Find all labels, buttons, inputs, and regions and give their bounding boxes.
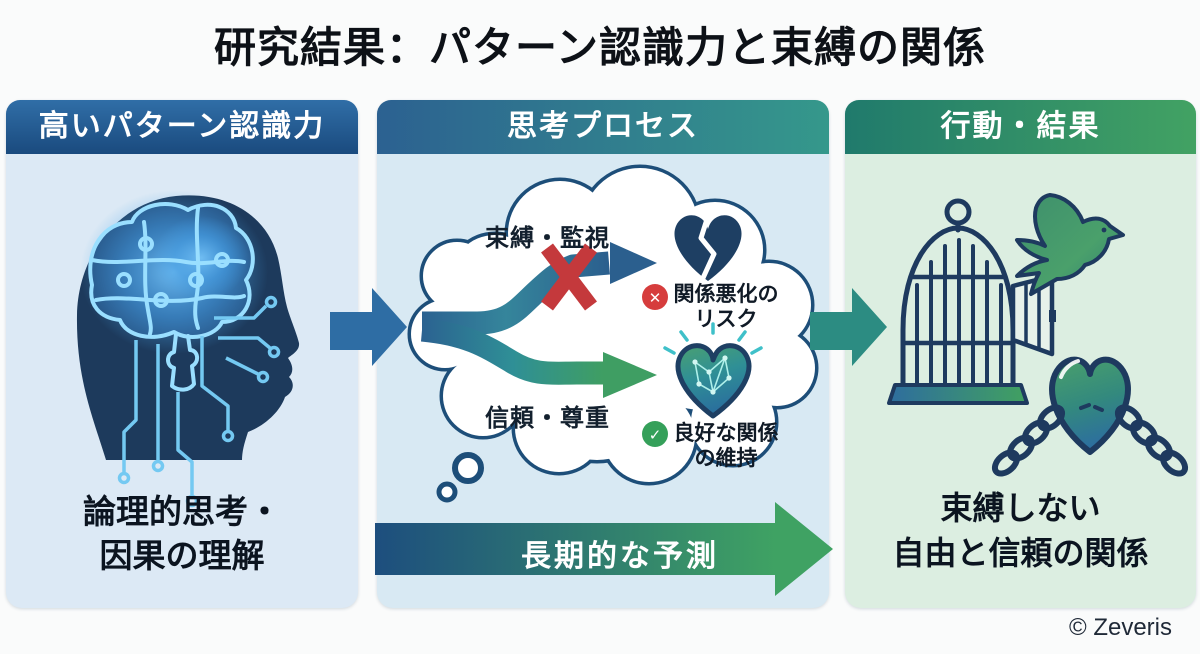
trust-arrowhead (603, 352, 657, 398)
caption-line: 束縛しない (940, 490, 1101, 526)
svg-text:✓: ✓ (649, 427, 662, 444)
check-badge-icon: ✓ (642, 421, 668, 447)
risk-line: 関係悪化の (673, 283, 779, 306)
puzzle-brain-icon (88, 202, 255, 392)
birdcage-icon (887, 198, 1056, 405)
flow-arrow-2-icon (810, 288, 887, 366)
restriction-label: 束縛・監視 (485, 225, 610, 252)
red-x-icon (541, 243, 597, 311)
risk-arrowhead (610, 242, 657, 284)
panel-pattern-recognition: 高いパターン認識力 (6, 100, 358, 608)
long-term-arrow-label: 長期的な予測 (521, 540, 719, 573)
cross-badge-icon: ✕ (642, 284, 668, 310)
thought-bubbles-icon (436, 452, 484, 503)
panel-left-caption: 論理的思考・ 因果の理解 (6, 490, 358, 577)
caption-line: 論理的思考・ (83, 493, 281, 530)
panel-middle-header: 思考プロセス (377, 100, 829, 154)
good-relationship-caption: 良好な関係 の維持 (666, 422, 786, 472)
brain-head-icon (76, 190, 300, 508)
chained-heart-icon (991, 356, 1189, 477)
panel-left-header: 高いパターン認識力 (6, 100, 358, 154)
circuit-lines-icon (117, 295, 281, 508)
page-title: 研究結果：パターン認識力と束縛の関係 (214, 24, 986, 71)
risk-caption: 関係悪化の リスク (666, 283, 786, 333)
dove-icon (1015, 193, 1125, 296)
broken-heart-icon (674, 215, 742, 281)
network-heart-icon (663, 322, 763, 419)
caption-line: 因果の理解 (99, 536, 265, 574)
panel-action-result: 行動・結果 (845, 100, 1196, 608)
panel-right-caption: 束縛しない 自由と信頼の関係 (845, 486, 1196, 577)
long-term-arrow-icon (375, 502, 833, 596)
good-line: 良好な関係 (673, 422, 779, 445)
credit: © Zeveris (1068, 614, 1172, 641)
panel-right-header: 行動・結果 (845, 100, 1196, 154)
risk-line: リスク (694, 307, 758, 331)
flow-arrow-1-icon (330, 288, 407, 366)
good-line: の維持 (694, 446, 758, 470)
svg-text:✕: ✕ (649, 290, 662, 307)
caption-line: 自由と信頼の関係 (892, 535, 1149, 572)
thought-cloud-icon: ✕ ✓ (377, 100, 829, 503)
trust-label: 信頼・尊重 (485, 405, 610, 432)
freedom-illustration (887, 193, 1189, 477)
